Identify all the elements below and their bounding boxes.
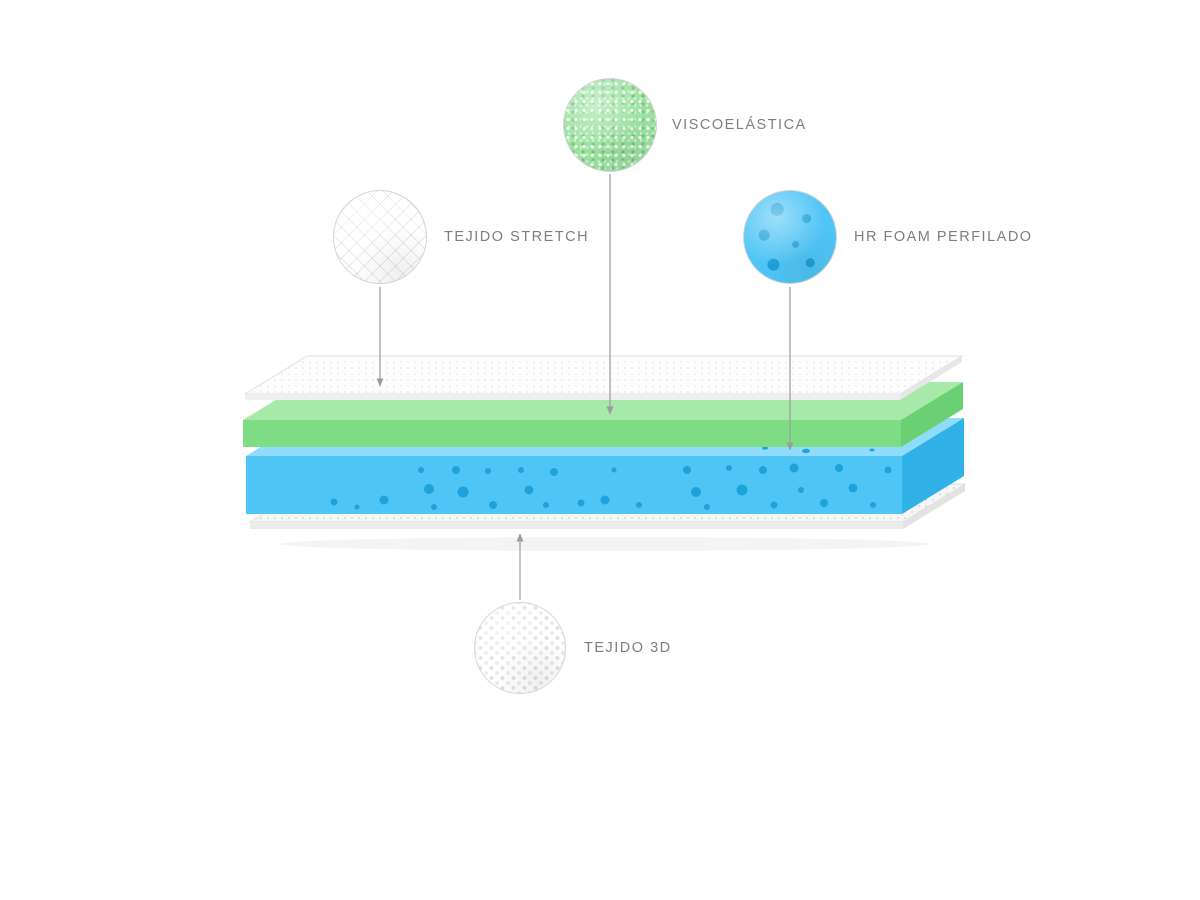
- hr-foam-label: HR FOAM PERFILADO: [854, 229, 1033, 245]
- blue-perforated-foam-texture-icon: [743, 190, 837, 284]
- viscoelastica-side-face: [901, 382, 963, 447]
- tejido-stretch-label: TEJIDO STRETCH: [444, 229, 590, 245]
- stretch-cover-front-face: [245, 394, 900, 400]
- stretch-cover-side-face: [900, 356, 962, 400]
- white-3d-mesh-texture-icon: [474, 602, 566, 694]
- ground-shadow: [280, 537, 930, 551]
- tejido-3d-label: TEJIDO 3D: [584, 640, 672, 656]
- green-memory-foam-texture-icon: [563, 78, 657, 172]
- hr-foam-front-face: [246, 456, 902, 514]
- layer-tejido-stretch-cover: [243, 355, 964, 400]
- connector-lines: [376, 174, 794, 600]
- bottom-cover-front-face: [250, 522, 903, 529]
- foam-perforations: [330, 442, 892, 510]
- stretch-cover-texture: [245, 356, 962, 394]
- viscoelastica-front-face: [243, 420, 901, 447]
- viscoelastica-label: VISCOELÁSTICA: [672, 117, 807, 133]
- bottom-cover-side-face: [903, 484, 965, 529]
- white-quilted-fabric-texture-icon: [333, 190, 427, 284]
- hr-foam-side-face: [902, 418, 964, 514]
